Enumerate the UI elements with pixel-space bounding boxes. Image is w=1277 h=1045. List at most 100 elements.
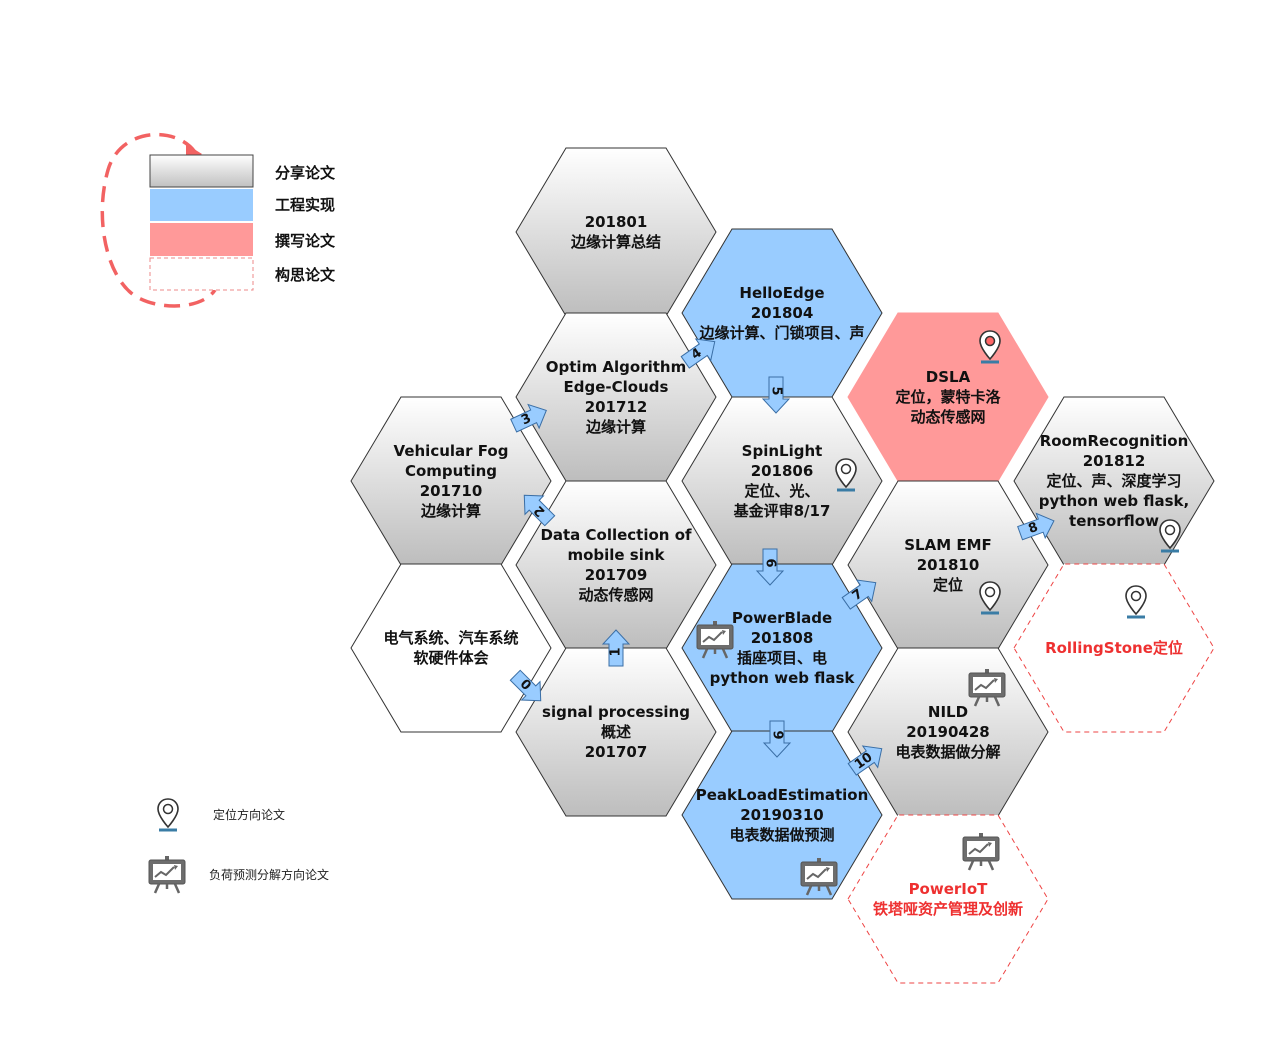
hex-text-line: SLAM EMF: [904, 536, 992, 554]
legend-label-engineering: 工程实现: [275, 196, 335, 214]
hex-text-line: 定位、声、深度学习: [1046, 472, 1181, 490]
legend-swatch-red: [150, 223, 253, 256]
hex-text-line: NILD: [928, 703, 968, 721]
arrow-shape: [761, 376, 791, 414]
arrow-shape: [841, 579, 877, 610]
arrow-number: 5: [769, 386, 784, 395]
arrow-shape: [755, 548, 785, 586]
arrow-shape: [680, 338, 716, 369]
hex-text-line: 201707: [585, 743, 648, 761]
sequence-arrow-5: 5: [761, 376, 791, 414]
hex-text-line: SpinLight: [742, 442, 823, 460]
arrow-shape: [510, 403, 547, 433]
hex-text-line: RollingStone定位: [1045, 639, 1183, 657]
hex-text-line: python web flask,: [1039, 492, 1189, 510]
hex-201801: 201801 边缘计算总结: [515, 147, 717, 317]
legend-label-share: 分享论文: [275, 164, 336, 182]
hex-text-line: python web flask: [710, 669, 856, 687]
hex-text-line: 边缘计算总结: [570, 233, 661, 251]
hex-powerblade: PowerBlade 201808 插座项目、电 python web flask: [681, 563, 883, 733]
legend-label-load-forecast: 负荷预测分解方向论文: [209, 867, 329, 882]
hex-text-line: 边缘计算: [585, 418, 646, 436]
hex-text-line: 201712: [585, 398, 648, 416]
sequence-arrow-7: 7: [841, 579, 877, 610]
hex-datacollection: Data Collection of mobile sink 201709 动态传感网: [515, 480, 717, 650]
hex-peakload: PeakLoadEstimation 20190310 电表数据做预测: [681, 730, 883, 900]
hexagon-shape: [515, 647, 717, 817]
hex-text-line: HelloEdge: [739, 284, 824, 302]
sequence-arrow-6: 6: [755, 548, 785, 586]
sequence-arrow-8: 8: [1017, 512, 1055, 541]
hexagon-shape: [350, 563, 552, 733]
hex-text-line: 201801: [585, 213, 648, 231]
legend-cycle-arrow: [100, 132, 217, 308]
presentation-chart-icon: [147, 855, 187, 895]
hex-spinlight: SpinLight 201806 定位、光、基金评审8/17: [681, 396, 883, 566]
hex-text-line: PowerIoT: [909, 880, 989, 898]
hexagon-shape: [847, 814, 1049, 984]
hex-text-line: 电气系统、汽车系统: [383, 629, 518, 647]
hex-text-line: 基金评审8/17: [733, 502, 831, 520]
hex-text-line: 插座项目、电: [737, 649, 827, 667]
arrow-shape: [762, 720, 792, 758]
sequence-arrow-9: 9: [762, 720, 792, 758]
hex-poweriot: PowerIoT 铁塔哑资产管理及创新: [847, 814, 1049, 984]
hex-text-line: 定位: [933, 576, 963, 594]
sequence-arrow-2: 2: [523, 494, 556, 527]
hex-slam: SLAM EMF 201810 定位: [847, 480, 1049, 650]
arrow-shape: [523, 494, 556, 527]
hex-text-line: 201709: [585, 566, 648, 584]
hex-text-line: Optim Algorithm: [546, 358, 686, 376]
sequence-arrow-4: 4: [680, 338, 716, 369]
legend-label-location: 定位方向论文: [213, 807, 285, 822]
hexagon-shape: [515, 480, 717, 650]
arrow-shape: [1017, 512, 1055, 541]
hex-text-line: 201812: [1083, 452, 1146, 470]
hex-text-line: 201810: [917, 556, 980, 574]
hexagon-shape: [1013, 563, 1215, 733]
hex-text-line: 20190310: [740, 806, 824, 824]
sequence-arrow-3: 3: [510, 403, 547, 433]
hex-text-line: 电表数据做分解: [895, 743, 1000, 761]
hex-text-line: PowerBlade: [732, 609, 832, 627]
hex-text-line: 201806: [751, 462, 814, 480]
hex-text-line: 铁塔哑资产管理及创新: [873, 900, 1023, 918]
hex-text-line: 动态传感网: [578, 586, 653, 604]
hex-text-line: mobile sink: [567, 546, 665, 564]
sequence-arrow-1: 1: [601, 629, 631, 667]
arrow-shape: [601, 629, 631, 667]
legend-label-writing: 撰写论文: [275, 232, 336, 250]
arrow-shape: [509, 669, 542, 702]
legend-label-concept: 构思论文: [275, 266, 336, 284]
hex-text-line: 201804: [751, 304, 814, 322]
hex-text-line: 概述: [601, 723, 631, 741]
hex-text-line: 定位、光、: [744, 482, 819, 500]
legend-swatch-blue: [150, 189, 253, 221]
legend-swatch-dashed: [149, 257, 254, 291]
hex-text-line: tensorflow: [1069, 512, 1159, 530]
hex-text-line: Computing: [405, 462, 497, 480]
hex-text-line: 201808: [751, 629, 814, 647]
hex-text-line: DSLA: [926, 368, 971, 386]
hex-text-line: 边缘计算: [420, 502, 481, 520]
hex-text-line: 软硬件体会: [413, 649, 488, 667]
legend: 分享论文 工程实现 撰写论文 构思论文 定位方向论文 负荷预测分解方向论文: [100, 132, 336, 895]
sequence-arrow-0: 0: [509, 669, 542, 702]
hex-text-line: 电表数据做预测: [729, 826, 834, 844]
arrow-shape: [847, 745, 883, 776]
hexagon-shape: [681, 396, 883, 566]
legend-swatch-gray: [149, 154, 254, 188]
hex-text-line: PeakLoadEstimation: [696, 786, 869, 804]
arrow-number: 6: [763, 558, 778, 567]
hex-text-line: Vehicular Fog: [394, 442, 509, 460]
hex-text-line: Data Collection of: [540, 526, 692, 544]
hexagon-shape: [681, 730, 883, 900]
